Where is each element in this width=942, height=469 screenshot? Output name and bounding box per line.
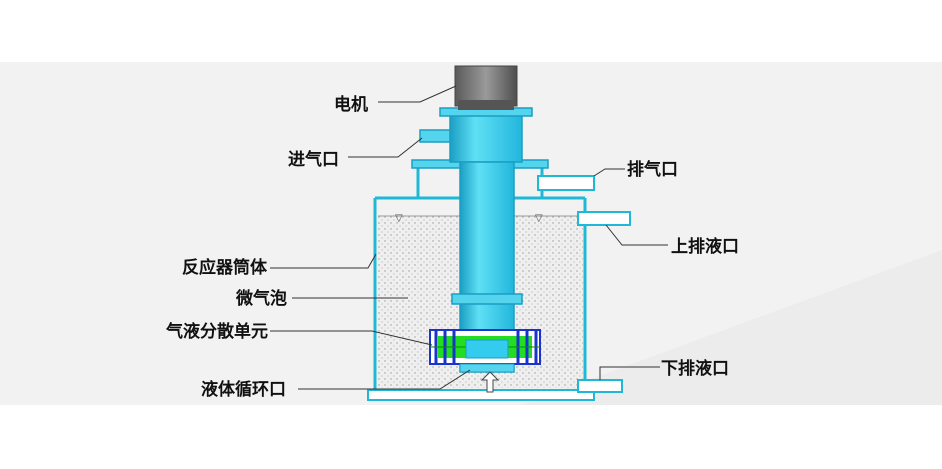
gas-inlet-pipe xyxy=(419,129,451,143)
label-dispersion-unit: 气液分散单元 xyxy=(165,321,268,342)
labels: 电机 进气口 排气口 上排液口 反应器筒体 微气泡 气液分散单元 液体循环口 下… xyxy=(165,94,739,400)
label-gas-outlet: 排气口 xyxy=(627,159,678,180)
label-reactor-body: 反应器筒体 xyxy=(182,257,268,278)
label-upper-liquid-outlet: 上排液口 xyxy=(671,236,739,257)
leader-circulation xyxy=(298,369,471,390)
leader-gas-inlet xyxy=(348,137,423,158)
svg-text:▽: ▽ xyxy=(535,213,543,224)
lower-liquid-outlet-pipe xyxy=(577,379,623,393)
leader-lower-outlet xyxy=(599,366,660,380)
leader-lines xyxy=(270,85,668,390)
svg-text:▽: ▽ xyxy=(395,213,403,224)
leader-dispersion xyxy=(270,330,433,346)
label-gas-inlet: 进气口 xyxy=(288,149,339,170)
label-micro-bubbles: 微气泡 xyxy=(235,288,287,309)
leader-upper-outlet xyxy=(605,224,668,246)
leader-gas-outlet xyxy=(593,168,625,177)
upper-liquid-outlet-pipe xyxy=(577,211,631,226)
label-motor: 电机 xyxy=(334,94,368,115)
label-lower-liquid-outlet: 下排液口 xyxy=(661,358,729,379)
leader-reactor-body xyxy=(270,253,377,269)
motor-block xyxy=(454,65,518,110)
leader-motor xyxy=(378,85,457,103)
label-liquid-circulation-inlet: 液体循环口 xyxy=(201,379,286,400)
dispersion-unit xyxy=(429,329,541,393)
gas-outlet-pipe xyxy=(537,175,595,191)
